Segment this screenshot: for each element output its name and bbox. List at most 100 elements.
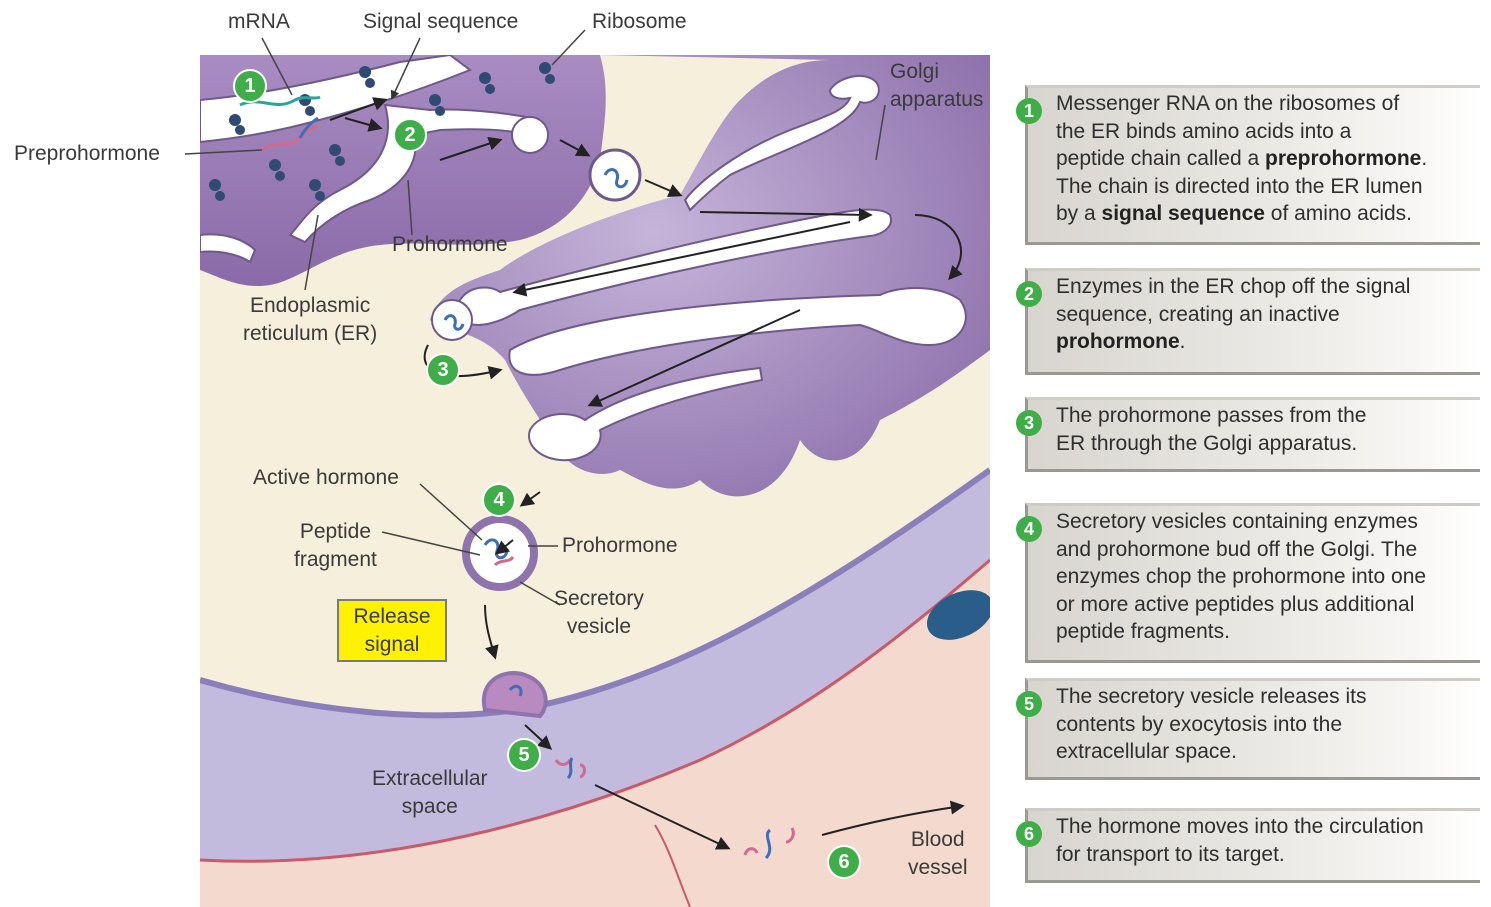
- step-line: prohormone.: [1056, 328, 1480, 356]
- step-6: 6 The hormone moves into the circulation…: [1025, 808, 1480, 883]
- step-line: sequence, creating an inactive: [1056, 301, 1480, 329]
- step-line: for transport to its target.: [1056, 841, 1480, 869]
- label-extracellular-line2: space: [372, 793, 488, 821]
- step-text-run: Enzymes in the ER chop off the signal: [1056, 275, 1410, 298]
- step-6-badge: 6: [1016, 821, 1042, 847]
- step-text-run: of amino acids.: [1265, 202, 1412, 225]
- step-text-run: The chain is directed into the ER lumen: [1056, 175, 1423, 198]
- step-4-badge: 4: [1016, 516, 1042, 542]
- step-5-text: The secretory vesicle releases its conten…: [1056, 683, 1480, 766]
- label-secretory-line2: vesicle: [554, 613, 644, 641]
- step-line: Enzymes in the ER chop off the signal: [1056, 273, 1480, 301]
- step-line: or more active peptides plus additional: [1056, 591, 1480, 619]
- step-text-run: .: [1180, 330, 1186, 353]
- label-secretory-line1: Secretory: [554, 585, 644, 613]
- label-active-hormone: Active hormone: [253, 464, 399, 492]
- label-blood-line1: Blood: [908, 826, 968, 854]
- golgi-bud-left: [432, 300, 472, 340]
- step-text-run: or more active peptides plus additional: [1056, 593, 1414, 616]
- step-3-badge: 3: [1016, 410, 1042, 436]
- label-blood-vessel: Blood vessel: [908, 826, 968, 882]
- label-prohormone-vesicle: Prohormone: [562, 532, 678, 560]
- label-blood-line2: vessel: [908, 854, 968, 882]
- step-text-run: Secretory vesicles containing enzymes: [1056, 510, 1418, 533]
- step-text-run: Messenger RNA on the ribosomes of: [1056, 92, 1399, 115]
- step-text-run: sequence, creating an inactive: [1056, 303, 1340, 326]
- label-peptide-line2: fragment: [294, 546, 377, 574]
- step-5: 5 The secretory vesicle releases itscont…: [1025, 678, 1480, 780]
- step-line: The secretory vesicle releases its: [1056, 683, 1480, 711]
- step-line: The prohormone passes from the: [1056, 402, 1480, 430]
- release-line2: signal: [339, 631, 445, 659]
- step-text-run: for transport to its target.: [1056, 843, 1285, 866]
- badge-step-2: 2: [393, 118, 427, 152]
- er-bud: [512, 117, 548, 153]
- step-text-run: the ER binds amino acids into a: [1056, 120, 1351, 143]
- illustration: [0, 0, 1000, 907]
- step-line: Secretory vesicles containing enzymes: [1056, 508, 1480, 536]
- step-text-run: enzymes chop the prohormone into one: [1056, 565, 1426, 588]
- step-line: peptide fragments.: [1056, 618, 1480, 646]
- step-text-run: The prohormone passes from the: [1056, 404, 1367, 427]
- step-2-badge: 2: [1016, 281, 1042, 307]
- step-line: by a signal sequence of amino acids.: [1056, 200, 1480, 228]
- step-line: enzymes chop the prohormone into one: [1056, 563, 1480, 591]
- step-line: contents by exocytosis into the: [1056, 711, 1480, 739]
- step-3-text: The prohormone passes from the ER through…: [1056, 402, 1480, 457]
- step-text-run: .: [1421, 147, 1427, 170]
- step-line: and prohormone bud off the Golgi. The: [1056, 536, 1480, 564]
- step-bold-term: prohormone: [1056, 330, 1180, 353]
- step-line: The chain is directed into the ER lumen: [1056, 173, 1480, 201]
- step-line: The hormone moves into the circulation: [1056, 813, 1480, 841]
- label-peptide-line1: Peptide: [294, 518, 377, 546]
- label-peptide-fragment: Peptide fragment: [294, 518, 377, 574]
- label-mrna: mRNA: [228, 8, 290, 36]
- label-ribosome: Ribosome: [592, 8, 687, 36]
- step-line: the ER binds amino acids into a: [1056, 118, 1480, 146]
- step-text-run: ER through the Golgi apparatus.: [1056, 432, 1357, 455]
- label-golgi-line2: apparatus: [890, 86, 983, 114]
- step-text-run: peptide chain called a: [1056, 147, 1265, 170]
- label-preprohormone: Preprohormone: [14, 140, 160, 168]
- label-er: Endoplasmic reticulum (ER): [243, 292, 377, 348]
- badge-step-3: 3: [426, 353, 460, 387]
- step-text-run: The secretory vesicle releases its: [1056, 685, 1366, 708]
- label-prohormone-er: Prohormone: [392, 231, 508, 259]
- label-golgi-line1: Golgi: [890, 58, 983, 86]
- step-2-text: Enzymes in the ER chop off the signal seq…: [1056, 273, 1480, 356]
- step-text-run: contents by exocytosis into the: [1056, 713, 1342, 736]
- secretory-vesicle: [466, 519, 534, 587]
- label-signal-sequence: Signal sequence: [363, 8, 518, 36]
- step-bold-term: signal sequence: [1102, 202, 1265, 225]
- label-er-line1: Endoplasmic: [243, 292, 377, 320]
- release-line1: Release: [339, 603, 445, 631]
- label-golgi: Golgi apparatus: [890, 58, 983, 114]
- step-line: Messenger RNA on the ribosomes of: [1056, 90, 1480, 118]
- step-1-text: Messenger RNA on the ribosomes of the ER …: [1056, 90, 1480, 228]
- step-line: ER through the Golgi apparatus.: [1056, 430, 1480, 458]
- label-secretory-vesicle: Secretory vesicle: [554, 585, 644, 641]
- exocytosis-vesicle: [484, 673, 546, 716]
- step-bold-term: preprohormone: [1265, 147, 1421, 170]
- step-text-run: peptide fragments.: [1056, 620, 1230, 643]
- badge-step-5: 5: [507, 738, 541, 772]
- release-signal-box: Release signal: [337, 599, 447, 662]
- step-line: extracellular space.: [1056, 738, 1480, 766]
- step-1-badge: 1: [1016, 98, 1042, 124]
- badge-step-4: 4: [482, 483, 516, 517]
- step-5-badge: 5: [1016, 691, 1042, 717]
- step-line: peptide chain called a preprohormone.: [1056, 145, 1480, 173]
- label-extracellular-line1: Extracellular: [372, 765, 488, 793]
- step-text-run: and prohormone bud off the Golgi. The: [1056, 538, 1417, 561]
- label-er-line2: reticulum (ER): [243, 320, 377, 348]
- label-extracellular-space: Extracellular space: [372, 765, 488, 821]
- step-6-text: The hormone moves into the circulation fo…: [1056, 813, 1480, 868]
- step-text-run: by a: [1056, 202, 1102, 225]
- er-vesicle: [590, 150, 640, 200]
- step-text-run: extracellular space.: [1056, 740, 1237, 763]
- step-text-run: The hormone moves into the circulation: [1056, 815, 1424, 838]
